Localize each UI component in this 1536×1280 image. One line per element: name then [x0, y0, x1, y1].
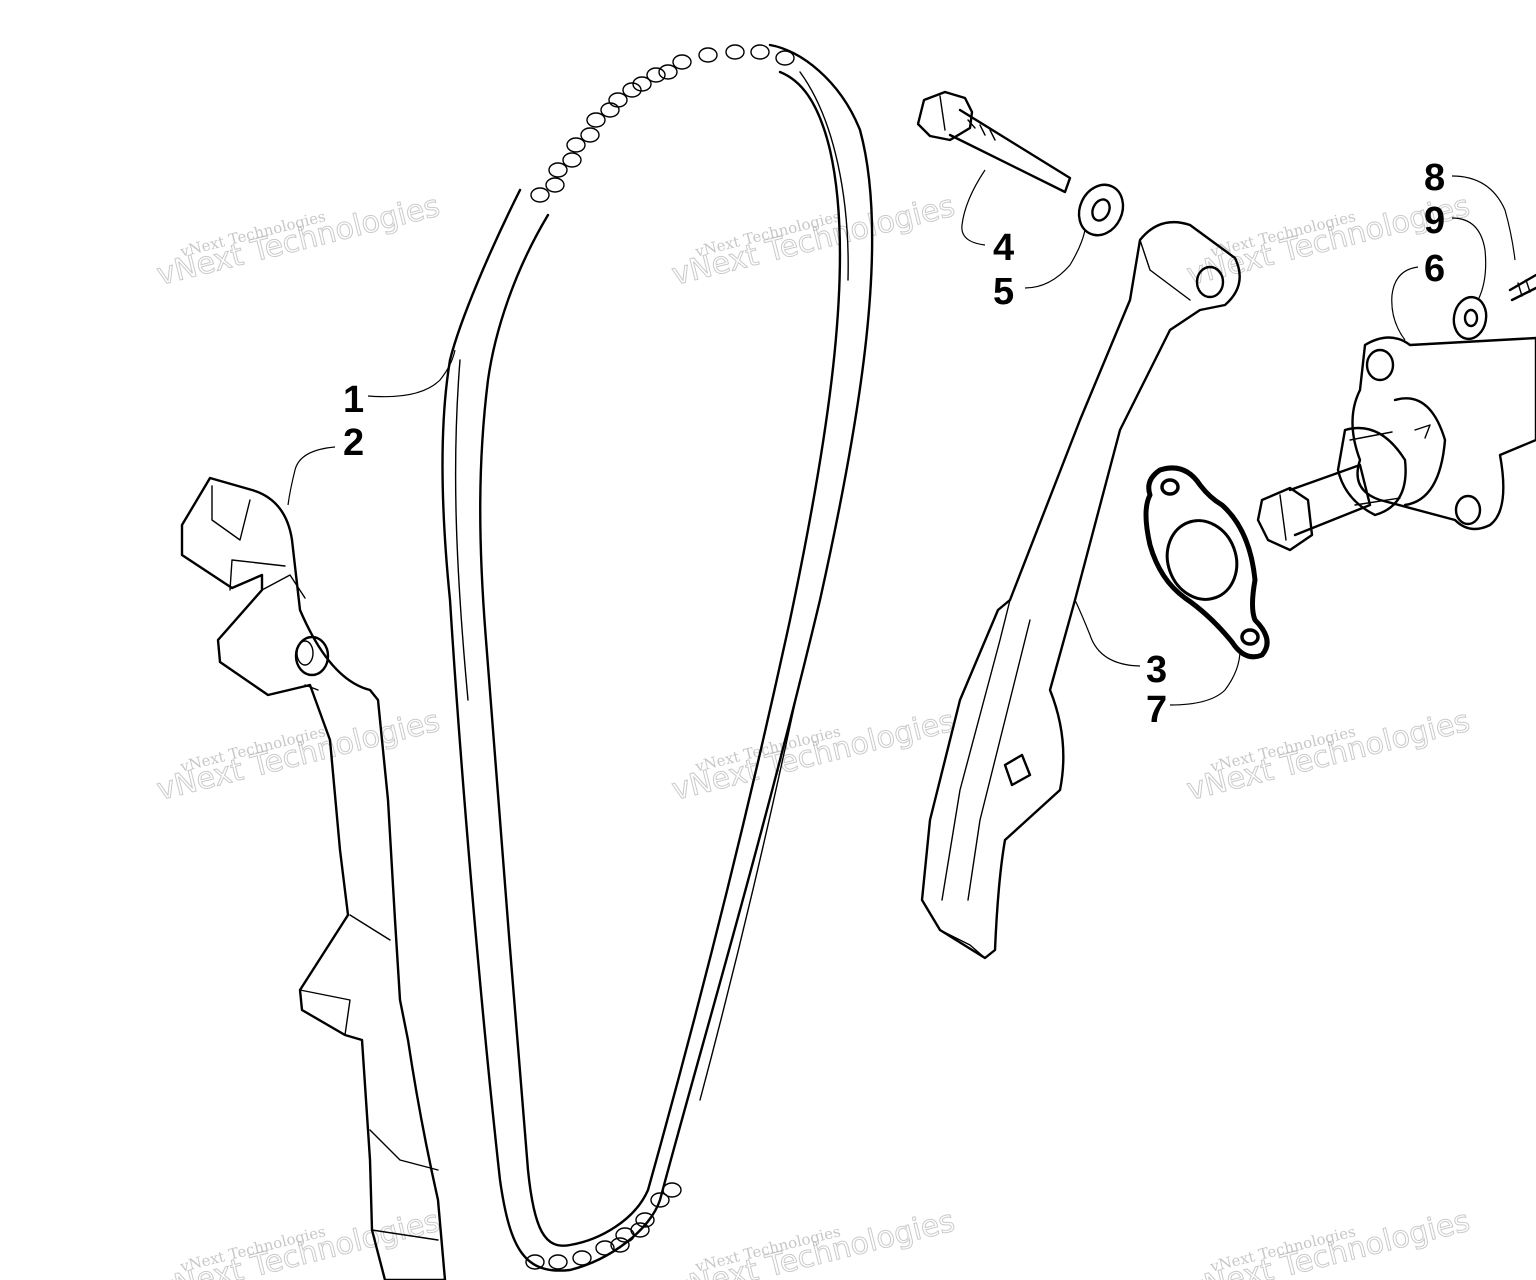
watermark-7: vNext Technologies vNext Technologies	[153, 1203, 444, 1280]
leader-5	[1024, 229, 1086, 289]
callout-9: 9	[1424, 200, 1445, 242]
watermark-layer: vNext Technologies vNext Technologies vN…	[153, 188, 1474, 1280]
watermark-6: vNext Technologies vNext Technologies	[1183, 703, 1474, 808]
leader-7	[1169, 649, 1241, 706]
watermark-1: vNext Technologies vNext Technologies	[153, 188, 444, 293]
cam-chain	[441, 43, 874, 1272]
tensioner-assembly	[1256, 336, 1536, 552]
callout-5: 5	[993, 271, 1014, 313]
watermark-9: vNext Technologies vNext Technologies	[1183, 1203, 1474, 1280]
leader-8	[1451, 175, 1516, 261]
callout-labels: 1 2 3 4 5 6 7 8 9	[343, 157, 1445, 731]
watermark-4: vNext Technologies vNext Technologies	[153, 703, 444, 808]
callout-4: 4	[993, 227, 1014, 269]
watermark-5: vNext Technologies vNext Technologies	[668, 703, 959, 808]
leader-lines	[287, 169, 1516, 706]
pivot-bolt	[916, 90, 1072, 194]
leader-2	[287, 446, 336, 506]
chain-guide-tensioner	[920, 220, 1241, 960]
callout-6: 6	[1424, 248, 1445, 290]
chain-links-top	[530, 44, 795, 203]
chain-links-bottom	[525, 1182, 682, 1270]
leader-6	[1391, 266, 1419, 341]
callout-1: 1	[343, 379, 364, 421]
washer-5	[1077, 183, 1125, 237]
callout-3: 3	[1146, 649, 1167, 691]
callout-2: 2	[343, 422, 364, 464]
chain-guide-front	[180, 476, 447, 1280]
leader-3	[1074, 599, 1141, 667]
leader-1	[367, 349, 456, 398]
gasket-7	[1143, 465, 1270, 660]
callout-8: 8	[1424, 157, 1445, 199]
washer-9	[1452, 295, 1488, 341]
leader-4	[961, 169, 986, 246]
leader-9	[1451, 217, 1487, 301]
watermark-2: vNext Technologies vNext Technologies	[668, 188, 959, 293]
bolt-8	[1508, 273, 1536, 302]
watermark-8: vNext Technologies vNext Technologies	[668, 1203, 959, 1280]
callout-7: 7	[1146, 689, 1167, 731]
